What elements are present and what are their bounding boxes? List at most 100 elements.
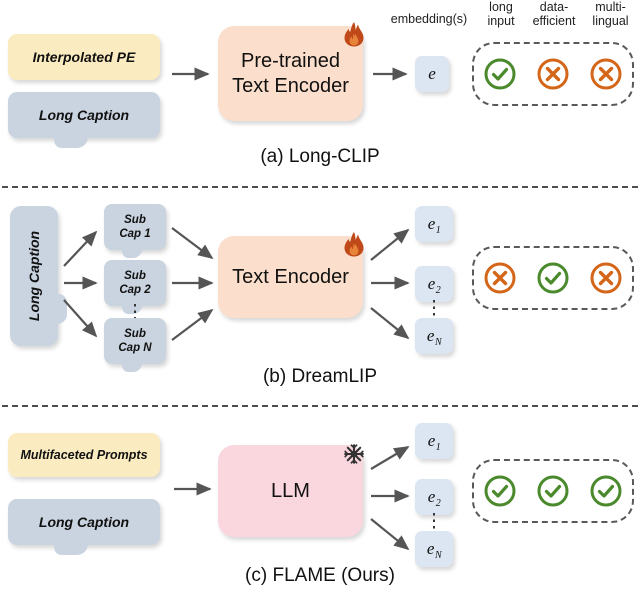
subcaption-1-line1: Sub <box>124 214 146 226</box>
caption-panel-a-text: (a) Long-CLIP <box>260 146 380 167</box>
model-pretrained-text-encoder-line1: Pre-trained <box>241 49 340 72</box>
status-capsule-b <box>472 246 634 310</box>
embedding-base: e <box>427 274 436 293</box>
column-headers: embedding(s) long input data- efficient … <box>0 0 640 30</box>
embedding-e1-b: e1 <box>415 206 453 242</box>
subcaption-ellipsis: ⋮ <box>104 303 166 322</box>
embedding-eN-c-label: eN <box>426 539 442 561</box>
status-check-long-input-a <box>482 56 518 92</box>
input-multifaceted-prompts-label: Multifaceted Prompts <box>20 448 148 462</box>
input-interpolated-pe-label: Interpolated PE <box>32 49 136 65</box>
header-multilingual-line2: lingual <box>592 13 629 28</box>
embedding-eN-b: eN <box>415 318 453 354</box>
input-multifaceted-prompts: Multifaceted Prompts <box>8 433 160 477</box>
panel-flame: Multifaceted Prompts Long Caption LLM <box>0 407 640 605</box>
embedding-sub: 2 <box>435 498 441 509</box>
input-long-caption-b: Long Caption <box>10 206 67 346</box>
embedding-eN-b-label: eN <box>426 326 442 348</box>
status-cross-multilingual-a <box>588 56 624 92</box>
status-capsule-a <box>472 42 634 106</box>
embedding-eN-c: eN <box>415 531 453 567</box>
input-long-caption-a: Long Caption <box>8 92 160 148</box>
embedding-e1-c: e1 <box>415 423 453 459</box>
header-embeddings-label: embedding(s) <box>390 12 468 26</box>
speech-tail-icon <box>122 249 142 258</box>
subcaption-1-line2: Cap 1 <box>119 228 151 240</box>
embedding-e1-b-label: e1 <box>427 214 441 236</box>
speech-tail-icon <box>122 305 142 314</box>
status-check-long-input-c <box>482 473 518 509</box>
subcaption-2-line2: Cap 2 <box>119 284 151 296</box>
subcaption-n: Sub Cap N <box>104 318 166 372</box>
speech-tail-icon <box>122 363 142 372</box>
subcaption-2: Sub Cap 2 <box>104 260 166 314</box>
caption-panel-c: (c) FLAME (Ours) <box>0 565 640 587</box>
speech-tail-icon <box>54 137 88 148</box>
input-long-caption-c-label: Long Caption <box>38 514 130 530</box>
model-pretrained-text-encoder-line2: Text Encoder <box>232 74 349 97</box>
header-long-input-line1: long <box>489 0 513 14</box>
subcaption-ellipsis-text: ⋮ <box>125 302 145 323</box>
embedding-e1-c-label: e1 <box>427 431 441 453</box>
input-long-caption-c: Long Caption <box>8 499 160 555</box>
header-data-efficient-line2: efficient <box>532 13 576 28</box>
embedding-e2-c: e2 <box>415 479 453 515</box>
embedding-sub: 1 <box>435 442 441 453</box>
speech-tail-icon <box>54 544 88 555</box>
subcaption-1: Sub Cap 1 <box>104 204 166 258</box>
status-cross-long-input-b <box>482 260 518 296</box>
header-multilingual: multi- lingual <box>583 0 638 28</box>
input-interpolated-pe: Interpolated PE <box>8 34 160 80</box>
input-long-caption-b-label: Long Caption <box>26 230 43 322</box>
subcaption-n-line1: Sub <box>124 328 146 340</box>
embedding-e: e <box>415 56 449 92</box>
caption-panel-b-text: (b) DreamLIP <box>262 366 378 387</box>
status-check-multilingual-c <box>588 473 624 509</box>
embedding-sub: N <box>434 550 442 561</box>
embedding-sub: 2 <box>435 285 441 296</box>
status-check-data-efficient-c <box>535 473 571 509</box>
header-multilingual-line1: multi- <box>595 0 626 14</box>
embedding-e-label: e <box>428 64 436 83</box>
embedding-e2-c-label: e2 <box>427 487 441 509</box>
header-data-efficient-line1: data- <box>539 0 569 14</box>
embedding-base: e <box>427 214 436 233</box>
status-cross-multilingual-b <box>588 260 624 296</box>
flame-icon <box>341 20 367 55</box>
caption-panel-b: (b) DreamLIP <box>0 366 640 388</box>
header-long-input: long input <box>478 0 524 28</box>
embedding-ellipsis-b: ⋮ <box>415 299 453 318</box>
model-llm: LLM <box>218 444 364 537</box>
subcaption-n-line2: Cap N <box>118 342 152 354</box>
flame-icon <box>341 230 367 265</box>
embedding-sub: 1 <box>435 225 441 236</box>
model-pretrained-text-encoder: Pre-trained Text Encoder <box>218 22 364 121</box>
header-data-efficient: data- efficient <box>523 0 585 28</box>
caption-panel-a: (a) Long-CLIP <box>0 146 640 168</box>
status-capsule-c <box>472 459 634 523</box>
model-text-encoder: Text Encoder <box>218 232 364 318</box>
embedding-base: e <box>426 326 435 345</box>
embedding-base: e <box>427 487 436 506</box>
header-long-input-line2: input <box>487 13 515 28</box>
panel-separator-1 <box>2 186 638 188</box>
embedding-base: e <box>427 431 436 450</box>
embedding-sub: N <box>434 337 442 348</box>
subcaption-2-line1: Sub <box>124 270 146 282</box>
embedding-ellipsis-c: ⋮ <box>415 512 453 531</box>
panel-long-clip: Interpolated PE Long Caption Pre-trained… <box>0 18 640 186</box>
header-embeddings: embedding(s) <box>385 12 473 27</box>
input-long-caption-a-label: Long Caption <box>38 107 130 123</box>
embedding-ellipsis-b-text: ⋮ <box>424 298 444 319</box>
panel-dreamlip: Long Caption Sub Cap 1 Sub Cap 2 ⋮ Sub C… <box>0 188 640 405</box>
status-cross-data-efficient-a <box>535 56 571 92</box>
model-text-encoder-label: Text Encoder <box>232 265 349 288</box>
model-llm-label: LLM <box>271 479 310 502</box>
status-check-data-efficient-b <box>535 260 571 296</box>
embedding-base: e <box>426 539 435 558</box>
embedding-ellipsis-c-text: ⋮ <box>424 511 444 532</box>
panel-separator-2 <box>2 405 638 407</box>
speech-tail-icon <box>57 294 67 324</box>
embedding-e2-b: e2 <box>415 266 453 302</box>
